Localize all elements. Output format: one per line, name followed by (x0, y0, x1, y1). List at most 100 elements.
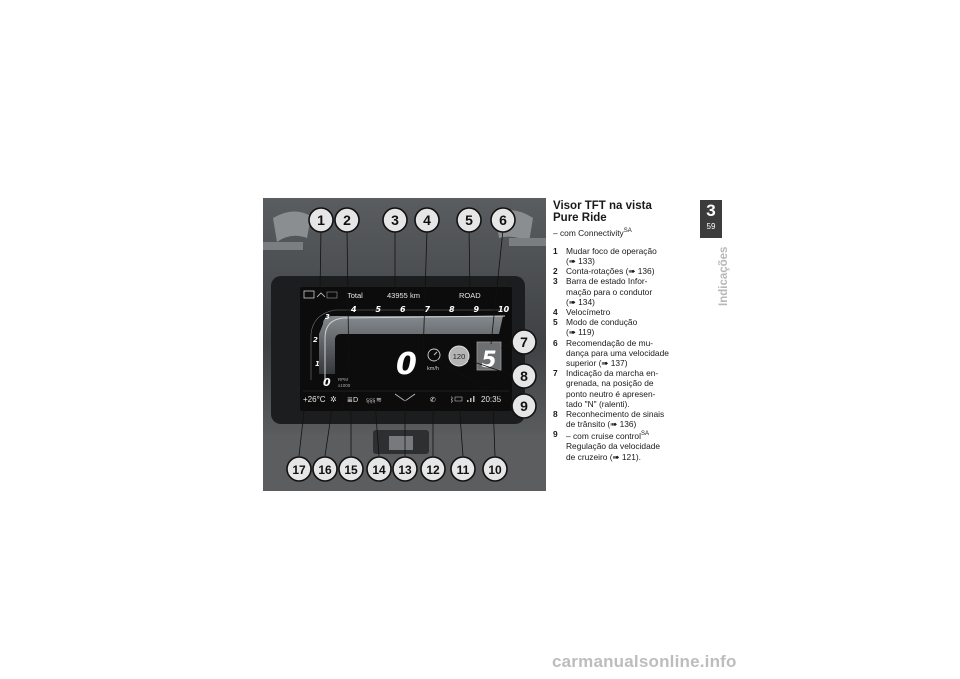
legend-line: (➠ 133) (566, 256, 595, 266)
callout-8: 8 (511, 363, 537, 389)
clock-value: 20:35 (481, 395, 502, 404)
section-label: Indicações (718, 246, 730, 306)
legend-line: Recomendação de mu- (566, 337, 654, 348)
legend-number: 3 (553, 276, 558, 287)
legend-line: Regulação da velocidade (566, 441, 661, 452)
legend-line: tado "N" (ralenti). (566, 398, 630, 409)
rpm-tick-5: 5 (376, 305, 382, 314)
gear-value: 5 (481, 348, 496, 373)
bluetooth-icon: ᛒ (450, 396, 454, 404)
rpm-tick-10: 10 (498, 305, 510, 314)
cruise-control-icon (427, 348, 441, 362)
left-mirror-mount (273, 211, 311, 242)
legend-line: Indicação da marcha en- (566, 368, 659, 379)
legend-line: de cruzeiro (➠ 121). (566, 451, 641, 462)
legend-number: 2 (553, 266, 558, 277)
callout-12: 12 (420, 456, 446, 482)
grip-heater-icon: ȿȿȿ (366, 397, 376, 404)
legend-number: 7 (553, 368, 558, 379)
legend-line: ponto neutro é apresen- (566, 388, 656, 399)
callout-label: 4 (423, 212, 431, 228)
rpm-zero: 0 (323, 376, 331, 389)
chapter-tab: 3 59 (700, 200, 722, 238)
page-number: 59 (706, 222, 716, 231)
rpm-bar-graph (310, 309, 509, 380)
callout-label: 2 (343, 212, 351, 228)
legend-line: mação para o condutor (566, 286, 653, 297)
speed-limit-value: 120 (453, 352, 466, 361)
legend-item: 2 Conta-rotações (➠ 136) (553, 266, 688, 276)
speed-unit: km/h (427, 366, 439, 372)
frost-warning-icon: ✲ (330, 395, 337, 404)
legend-line: de trânsito (➠ 136) (566, 419, 637, 430)
legend-item: 7 Indicação da marcha en-grenada, na posi… (553, 368, 688, 409)
callout-label: 7 (520, 334, 528, 350)
callout-label: 3 (391, 212, 399, 228)
legend-line: Reconhecimento de sinais (566, 409, 665, 420)
legend-line: Conta-rotações (➠ 136) (566, 266, 655, 277)
legend-text: Modo de condução(➠ 119) (566, 317, 688, 337)
rpm-tick-9: 9 (474, 305, 480, 314)
legend-line: dança para uma velocidade (566, 347, 669, 358)
legend-sup: SA (640, 431, 649, 438)
callout-14: 14 (366, 456, 392, 482)
seat-heater-icon: ≋ (376, 396, 382, 404)
legend-line: Modo de condução (566, 317, 638, 328)
title-line-1: Visor TFT na vista (553, 200, 652, 212)
rpm-tick-8: 8 (449, 305, 455, 314)
callout-1: 1 (308, 207, 334, 233)
speedometer-value: 0 (396, 347, 417, 382)
rpm-tick-3: 3 (325, 313, 330, 321)
callout-5: 5 (456, 207, 482, 233)
legend-line: Velocímetro (566, 307, 611, 318)
subtitle-sup: SA (623, 228, 632, 234)
legend-number: 8 (553, 409, 558, 420)
callout-label: 13 (398, 463, 412, 477)
rpm-tick-1: 1 (315, 360, 320, 368)
callout-3: 3 (382, 207, 408, 233)
callout-16: 16 (312, 456, 338, 482)
legend-number: 6 (553, 337, 558, 348)
callout-label: 11 (457, 463, 470, 477)
legend-text: Mudar foco de operação(➠ 133) (566, 246, 688, 266)
legend-number: 9 (553, 429, 558, 440)
legend-line: Mudar foco de operação (566, 245, 657, 256)
callout-2: 2 (334, 207, 360, 233)
rpm-multiplier: x1000 (338, 383, 351, 388)
callout-label: 15 (344, 463, 358, 477)
signal-strength-icon (467, 396, 475, 402)
gear-indicator-box (476, 341, 502, 371)
callout-10: 10 (482, 456, 508, 482)
legend-text: Recomendação de mu-dança para uma veloci… (566, 338, 688, 369)
subtitle-text: – com Connectivity (553, 227, 624, 238)
odometer-value: 43955 km (387, 291, 420, 300)
total-label: Total (347, 291, 363, 300)
battery-icon (454, 396, 463, 402)
left-handlebar (263, 242, 303, 250)
callout-label: 9 (520, 398, 528, 414)
rpm-tick-4: 4 (350, 305, 357, 314)
callout-11: 11 (450, 456, 476, 482)
callout-label: 6 (499, 212, 507, 228)
callout-15: 15 (338, 456, 364, 482)
legend-text: Indicação da marcha en-grenada, na posiç… (566, 368, 688, 409)
phone-muted-icon: ✆ (430, 396, 436, 404)
legend-number: 5 (553, 317, 558, 328)
right-handlebar (509, 238, 546, 246)
callout-label: 17 (292, 463, 306, 477)
legend-line: (➠ 134) (566, 296, 595, 307)
callout-9: 9 (511, 393, 537, 419)
callout-label: 8 (520, 368, 528, 384)
headlight-icon: ≣D (347, 396, 358, 404)
legend-line: (➠ 119) (566, 327, 595, 338)
